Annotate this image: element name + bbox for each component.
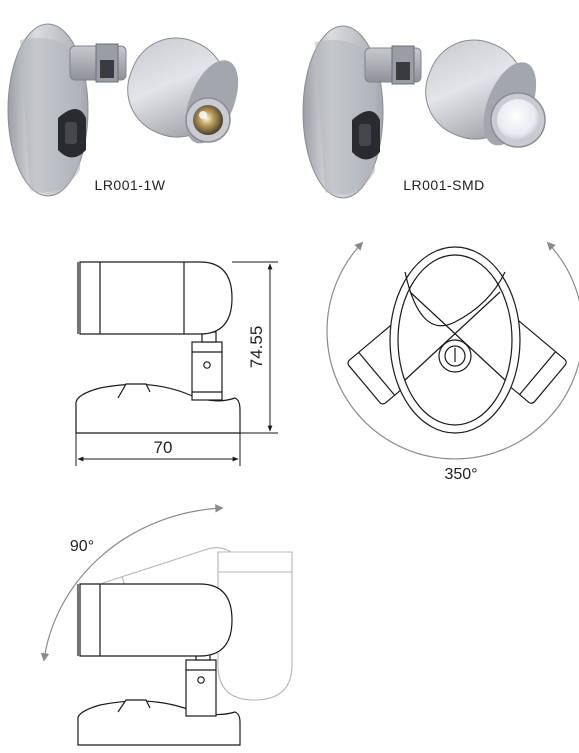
height-label: 74.55: [247, 326, 266, 369]
diffuser-lens-icon: [490, 92, 546, 148]
width-dimension: [75, 433, 241, 466]
height-dimension: [232, 261, 278, 434]
product-photo-smd: [302, 25, 546, 199]
swivel-angle-label: 350°: [444, 466, 477, 483]
width-label: 70: [154, 438, 173, 457]
product-label-smd: LR001-SMD: [403, 177, 485, 193]
tilt-angle-label: 90°: [70, 538, 94, 555]
rocker-switch-icon: [352, 111, 380, 160]
side-view-drawing: [75, 261, 241, 434]
swivel-arc-arrow: [326, 241, 579, 460]
product-label-1w: LR001-1W: [95, 177, 166, 193]
product-photo-1w: [7, 23, 239, 197]
tilt-view-drawing: [77, 547, 293, 746]
led-lens-icon: [185, 97, 231, 143]
tilt-arc-arrow: [40, 504, 224, 662]
top-view-drawing: [347, 246, 567, 434]
rocker-switch-icon: [58, 109, 86, 158]
